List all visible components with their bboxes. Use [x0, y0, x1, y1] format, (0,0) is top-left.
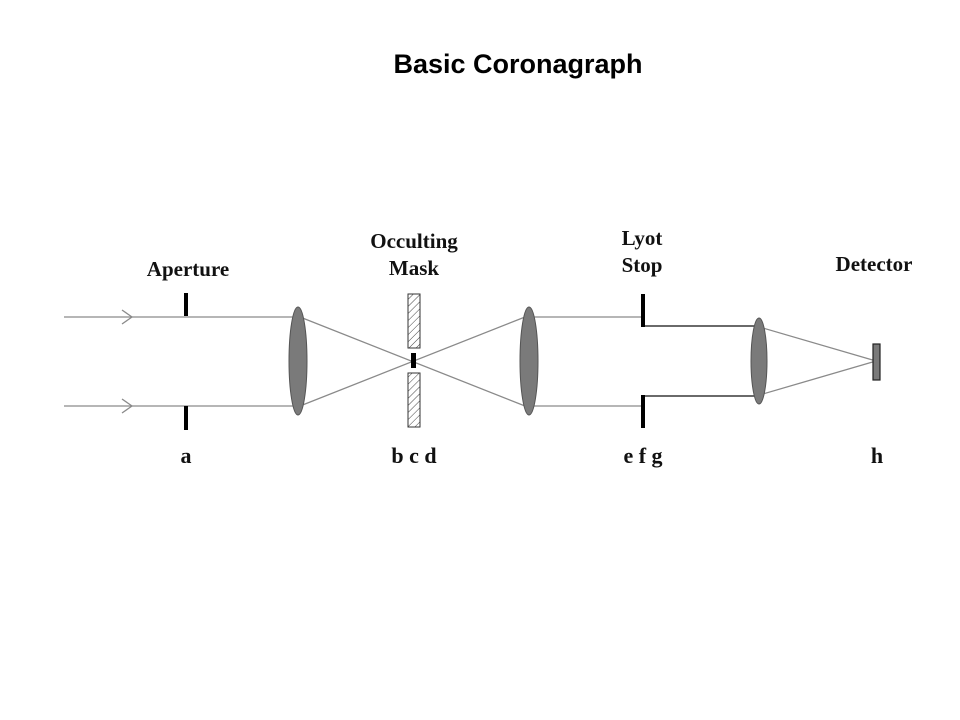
- upper-arrow-icon: [121, 309, 134, 325]
- diagram-title: Basic Coronagraph: [393, 49, 643, 79]
- detector-cone-rays: [755, 325, 877, 397]
- lens-2: [519, 306, 539, 416]
- mask-upper-hatched: [407, 293, 421, 349]
- occulting-label-line2: Mask: [389, 256, 439, 280]
- lyot-top-blade: [641, 294, 645, 327]
- lyot-passed-rays: [643, 325, 756, 397]
- collimated-rays: [525, 316, 643, 407]
- lower-arrow-icon: [121, 398, 134, 414]
- lyot-label-line1: Lyot: [622, 226, 663, 250]
- lens-3: [750, 317, 768, 405]
- aperture-label: Aperture: [147, 257, 229, 281]
- plane-label-bcd: b c d: [391, 443, 436, 468]
- aperture-bottom-blade: [184, 406, 188, 430]
- incoming-rays: [64, 309, 300, 414]
- plane-label-a: a: [181, 443, 192, 468]
- lens-1: [288, 306, 308, 416]
- lyot-stop: [641, 294, 645, 428]
- detector: [872, 343, 881, 381]
- lyot-label-line2: Stop: [622, 253, 663, 277]
- occulting-spot: [411, 353, 416, 368]
- aperture-top-blade: [184, 293, 188, 316]
- aperture-stop: [184, 293, 188, 430]
- detector-label: Detector: [836, 252, 913, 276]
- occulting-mask: [407, 293, 421, 428]
- plane-label-h: h: [871, 443, 883, 468]
- lyot-bottom-blade: [641, 395, 645, 428]
- plane-label-efg: e f g: [623, 443, 662, 468]
- occulting-label-line1: Occulting: [370, 229, 458, 253]
- mask-lower-hatched: [407, 372, 421, 428]
